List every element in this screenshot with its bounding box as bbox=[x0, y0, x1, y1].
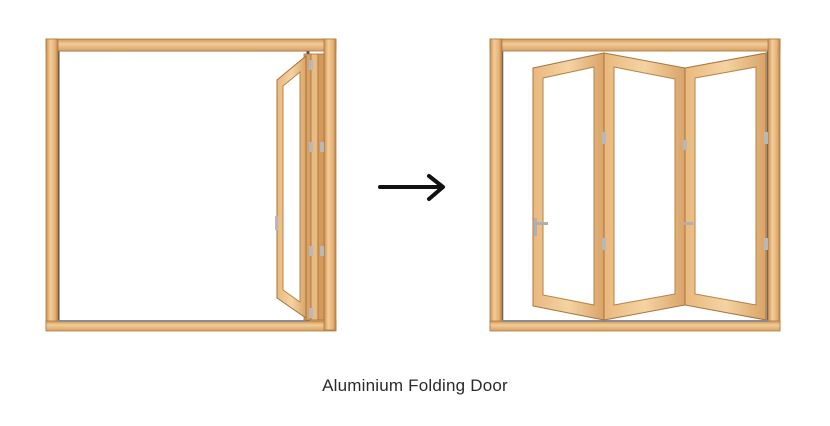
hinge bbox=[320, 142, 324, 152]
frame-head bbox=[45, 38, 337, 52]
door-handle bbox=[275, 216, 278, 230]
door-panel-1-glass bbox=[542, 66, 595, 306]
hinge bbox=[683, 140, 687, 150]
open-door bbox=[489, 38, 781, 332]
stacked-panel-3 bbox=[317, 53, 325, 321]
hinge bbox=[602, 132, 606, 144]
opening-shadow bbox=[56, 48, 310, 324]
frame-sill bbox=[45, 320, 337, 332]
frame-sill bbox=[489, 320, 781, 332]
caption: Aluminium Folding Door bbox=[322, 376, 508, 395]
angled-leaf-glass bbox=[282, 70, 301, 303]
door-handle bbox=[534, 218, 548, 236]
frame-right-jamb bbox=[767, 38, 781, 331]
right-arrow-icon bbox=[378, 174, 445, 201]
frame-left-jamb bbox=[45, 38, 59, 331]
frame-head bbox=[489, 38, 781, 52]
hinge bbox=[602, 238, 606, 250]
stacked-panel-2 bbox=[310, 53, 319, 321]
hinge bbox=[309, 308, 313, 318]
hinge bbox=[309, 60, 313, 70]
hinge bbox=[309, 246, 313, 256]
frame-right-jamb bbox=[323, 38, 337, 331]
hinge bbox=[764, 238, 768, 250]
folded-door bbox=[45, 38, 337, 332]
hinge bbox=[764, 132, 768, 144]
door-panel-2-glass bbox=[613, 66, 676, 306]
door-panel-3-glass bbox=[694, 66, 757, 306]
frame-left-jamb bbox=[489, 38, 503, 331]
hinge bbox=[320, 246, 324, 256]
hinge bbox=[309, 142, 313, 152]
door-handle bbox=[684, 222, 693, 225]
